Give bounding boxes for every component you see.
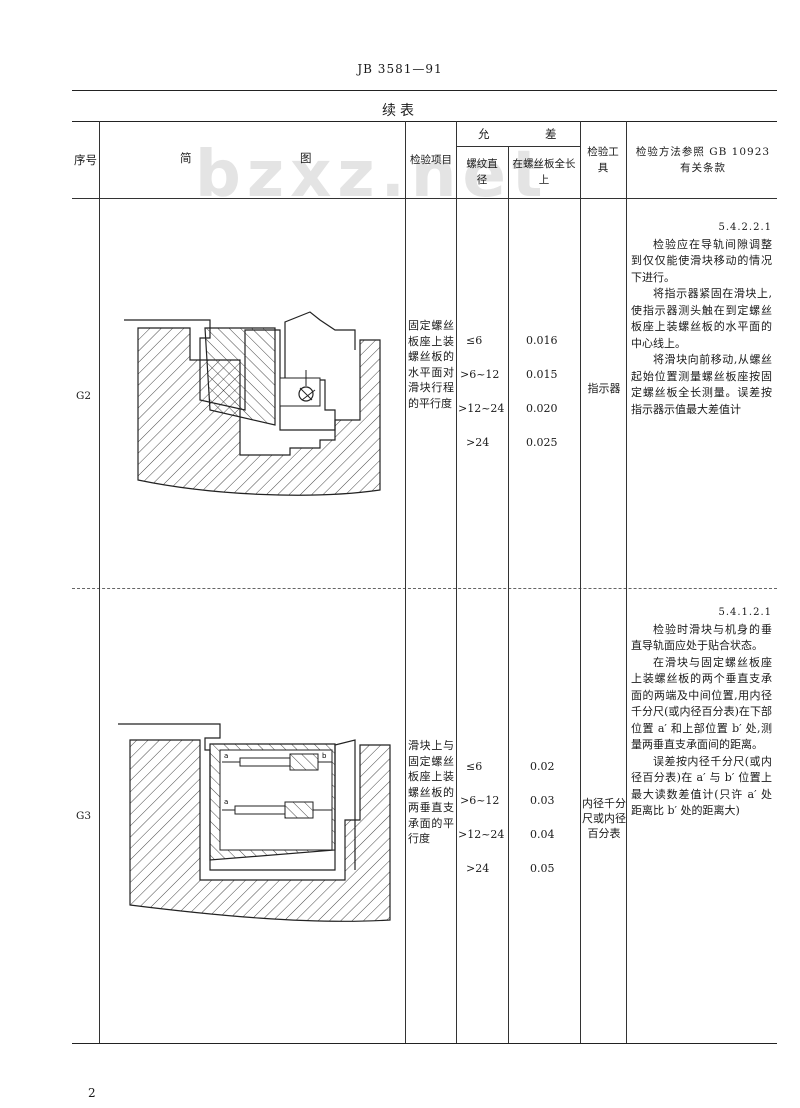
standard-number: JB 3581—91 (357, 62, 443, 76)
tolerance-value: 0.016 (526, 334, 558, 347)
tolerance-dia: >24 (466, 862, 490, 875)
header-rule (72, 90, 777, 91)
method-paragraph: 在滑块与固定螺丝板座上装螺丝板的两个垂直支承面的两端及中间位置,用内径千分尺(或… (631, 655, 772, 752)
tolerance-value: 0.05 (530, 862, 555, 875)
row-seq: G2 (76, 390, 92, 402)
method-clause-ref: 5.4.2.2.1 (718, 222, 772, 233)
header-thread-dia: 螺纹直径 (466, 158, 498, 186)
header-item: 检验项目 (410, 153, 452, 166)
tolerance-value: 0.04 (530, 828, 555, 841)
col-line-diagram (405, 121, 406, 1043)
table-caption: 续表 (382, 103, 418, 119)
method-paragraph: 误差按内径千分尺(或内径百分表)在 a′ 与 b′ 位置上最大读数差值计(只许 … (631, 754, 772, 818)
row-divider (72, 588, 777, 589)
header-full-length: 在螺丝板全长上 (512, 158, 576, 186)
tolerance-dia: >6~12 (460, 368, 500, 381)
tolerance-value: 0.025 (526, 436, 558, 449)
method-clause-ref: 5.4.1.2.1 (718, 607, 772, 618)
tolerance-value: 0.020 (526, 402, 558, 415)
tolerance-dia: >12~24 (458, 402, 505, 415)
method-paragraph: 检验应在导轨间隙调整到仅仅能使滑块移动的情况下进行。 (631, 237, 772, 284)
header-seq: 序号 (74, 152, 97, 167)
method-paragraph: 将指示器紧固在滑块上,使指示器测头触在到定螺丝板座上装螺丝板的水平面的中心线上。 (631, 287, 772, 350)
col-line-thread (508, 146, 509, 1043)
header-diagram: 简 (180, 151, 192, 165)
row-method: 5.4.2.2.1 检验应在导轨间隙调整到仅仅能使滑块移动的情况下进行。 将指示… (631, 220, 772, 418)
header-method: 检验方法参照 GB 10923 有关条款 (635, 145, 771, 174)
row-item: 滑块上与固定螺丝板座上装螺丝板的两垂直支承面的平行度 (408, 739, 454, 845)
tolerance-dia: >6~12 (460, 794, 500, 807)
col-line-tool (626, 121, 627, 1043)
method-paragraph: 检验时滑块与机身的垂直导轨面应处于贴合状态。 (631, 622, 772, 653)
table-bottom-rule (72, 1043, 777, 1044)
header-bottom-rule (72, 198, 777, 199)
tolerance-dia: >12~24 (458, 828, 505, 841)
table-top-rule (72, 121, 777, 122)
method-paragraph: 将滑块向前移动,从螺丝起始位置测量螺丝板座按固定螺丝板全长测量。误差按指示器示值… (631, 353, 772, 416)
tolerance-value: 0.015 (526, 368, 558, 381)
tolerance-value: 0.03 (530, 794, 555, 807)
tolerance-value: 0.02 (530, 760, 555, 773)
col-line-seq (99, 121, 100, 1043)
header-tolerance: 允 (478, 127, 490, 141)
row-tool: 指示器 (587, 382, 621, 395)
tolerance-dia: ≤6 (466, 760, 483, 773)
header-tool: 检验工具 (587, 145, 619, 174)
diagram-g2 (124, 311, 381, 496)
tolerance-dia: >24 (466, 436, 490, 449)
col-line-item (456, 121, 457, 1043)
page-number: 2 (88, 1086, 96, 1100)
diagram-g3: a b a (118, 723, 391, 922)
tolerance-sub-rule (456, 146, 580, 147)
label-a: a (224, 798, 228, 806)
watermark: bzxz.net (195, 138, 549, 212)
tolerance-dia: ≤6 (466, 334, 483, 347)
label-a: a (224, 752, 228, 760)
header-diagram-2: 图 (300, 151, 312, 165)
col-line-tolerance (580, 121, 581, 1043)
header-tolerance-2: 差 (545, 127, 557, 141)
label-b: b (322, 752, 327, 760)
row-item: 固定螺丝板座上装螺丝板的水平面对滑块行程的平行度 (408, 319, 454, 410)
row-method: 5.4.1.2.1 检验时滑块与机身的垂直导轨面应处于贴合状态。 在滑块与固定螺… (631, 605, 772, 820)
row-tool: 内径千分尺或内径百分表 (582, 796, 626, 840)
row-seq: G3 (76, 810, 92, 822)
